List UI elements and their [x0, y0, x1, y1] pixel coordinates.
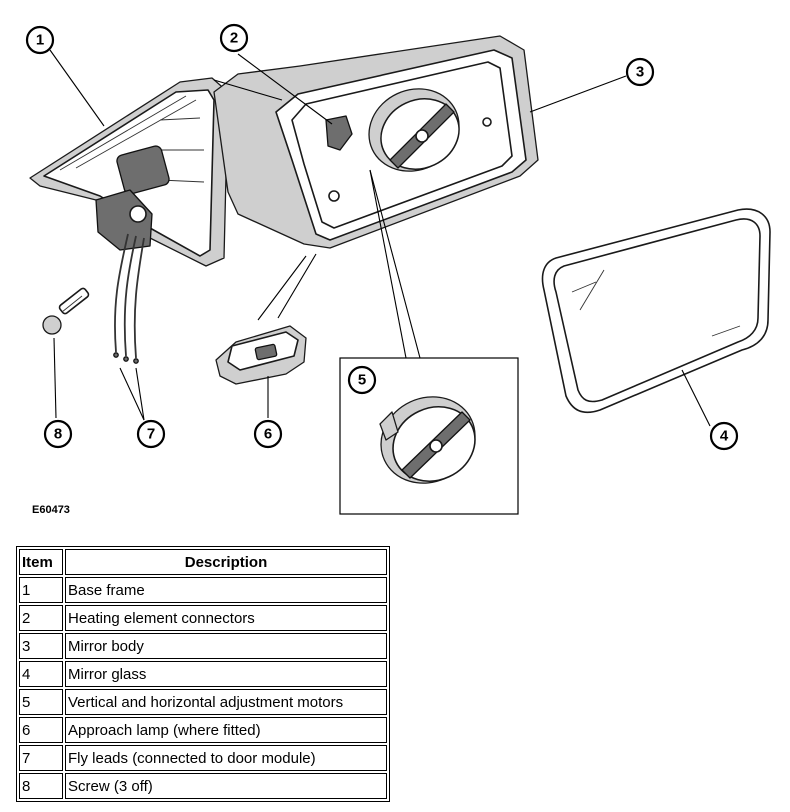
- legend-item-number: 8: [19, 773, 63, 799]
- table-row: 7 Fly leads (connected to door module): [19, 745, 387, 771]
- legend-item-number: 7: [19, 745, 63, 771]
- callout-1-label: 1: [36, 32, 44, 49]
- table-row: 3 Mirror body: [19, 633, 387, 659]
- mirror-glass-part: [541, 208, 771, 414]
- callout-7-label: 7: [147, 426, 155, 443]
- screw-part: [42, 287, 90, 335]
- callout-2: 2: [219, 23, 249, 53]
- figure-id: E60473: [32, 504, 70, 516]
- table-row: 4 Mirror glass: [19, 661, 387, 687]
- callout-5-label: 5: [358, 372, 366, 389]
- legend-item-number: 3: [19, 633, 63, 659]
- fly-leads-part: [113, 233, 145, 364]
- legend-item-description: Base frame: [65, 577, 387, 603]
- callout-5: 5: [347, 365, 377, 395]
- callout-3: 3: [625, 57, 655, 87]
- mounted-motor-part: [368, 88, 460, 172]
- motor-detail-box: [339, 357, 519, 515]
- legend-item-description: Mirror glass: [65, 661, 387, 687]
- legend-item-number: 2: [19, 605, 63, 631]
- legend-item-number: 1: [19, 577, 63, 603]
- legend-item-description: Fly leads (connected to door module): [65, 745, 387, 771]
- legend-item-description: Approach lamp (where fitted): [65, 717, 387, 743]
- table-row: 5 Vertical and horizontal adjustment mot…: [19, 689, 387, 715]
- callout-7: 7: [136, 419, 166, 449]
- table-row: 1 Base frame: [19, 577, 387, 603]
- callout-2-label: 2: [230, 30, 238, 47]
- callout-8: 8: [43, 419, 73, 449]
- table-row: 8 Screw (3 off): [19, 773, 387, 799]
- legend-item-description: Heating element connectors: [65, 605, 387, 631]
- leader-lines: [49, 49, 711, 427]
- legend-table: Item Description 1 Base frame 2 Heating …: [16, 546, 390, 802]
- approach-lamp-part: [215, 325, 307, 385]
- callout-1: 1: [25, 25, 55, 55]
- callout-6: 6: [253, 419, 283, 449]
- legend-item-number: 5: [19, 689, 63, 715]
- callout-8-label: 8: [54, 426, 62, 443]
- callout-6-label: 6: [264, 426, 272, 443]
- callout-4-label: 4: [720, 428, 729, 445]
- legend-item-number: 6: [19, 717, 63, 743]
- callout-3-label: 3: [636, 64, 644, 81]
- legend-header-item: Item: [19, 549, 63, 575]
- legend-header-row: Item Description: [19, 549, 387, 575]
- callout-4: 4: [709, 421, 739, 451]
- legend-item-number: 4: [19, 661, 63, 687]
- table-row: 2 Heating element connectors: [19, 605, 387, 631]
- legend-header-description: Description: [65, 549, 387, 575]
- exploded-mirror-diagram: 1 2 3 4 5 6 7 8: [25, 23, 771, 515]
- table-row: 6 Approach lamp (where fitted): [19, 717, 387, 743]
- legend-item-description: Mirror body: [65, 633, 387, 659]
- legend-item-description: Vertical and horizontal adjustment motor…: [65, 689, 387, 715]
- legend-item-description: Screw (3 off): [65, 773, 387, 799]
- base-frame-part: [29, 77, 229, 267]
